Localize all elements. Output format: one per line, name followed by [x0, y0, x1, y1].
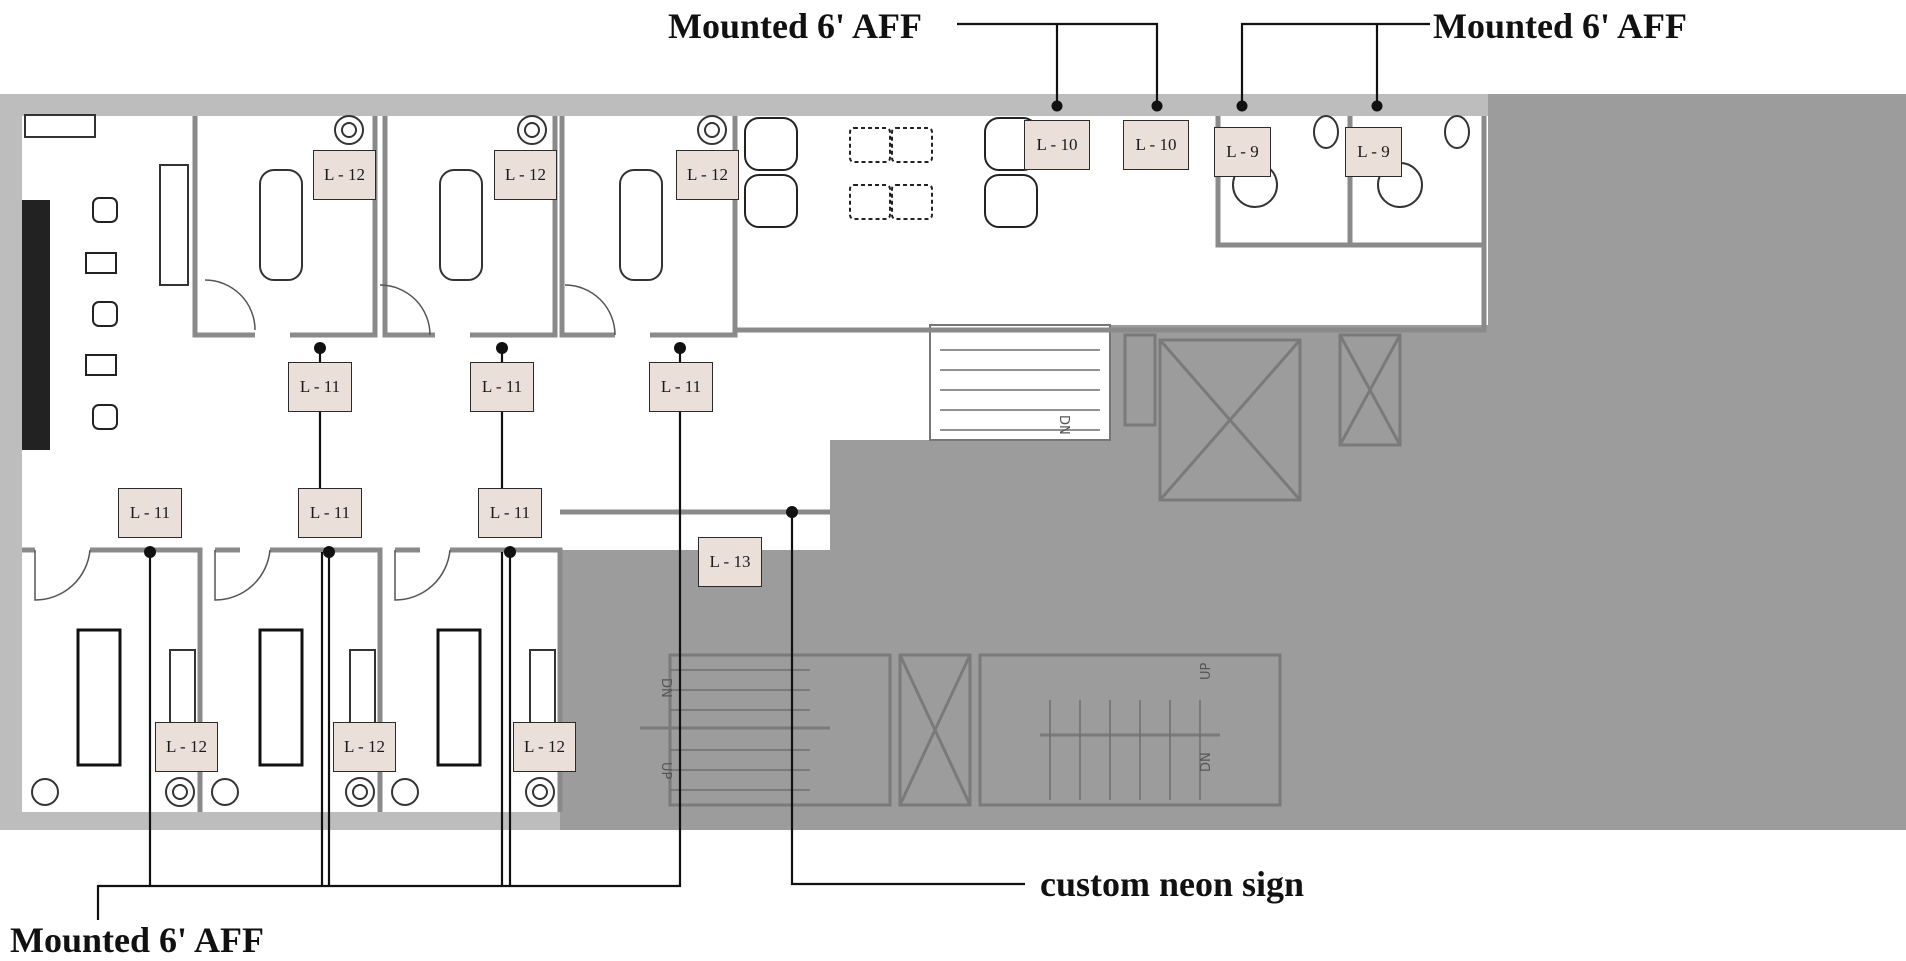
fixture-tag-l13: L - 13 — [698, 537, 762, 587]
stair-text: DN DN UP UP DN — [658, 415, 1214, 780]
fixture-tag-l12: L - 12 — [333, 722, 396, 772]
callout-custom-neon-sign: custom neon sign — [1040, 864, 1305, 904]
reception-counter — [22, 200, 50, 450]
callout-mounted-top-left: Mounted 6' AFF — [668, 6, 923, 46]
stair-label-up-1: UP — [658, 762, 673, 780]
fixture-tag-l12: L - 12 — [494, 150, 557, 200]
fixture-tag-l11: L - 11 — [478, 488, 542, 538]
core-details — [640, 333, 1402, 807]
fixture-tag-l12: L - 12 — [676, 150, 739, 200]
stools — [31, 115, 727, 807]
fixture-tag-l11: L - 11 — [649, 362, 713, 412]
fixture-tag-l11: L - 11 — [118, 488, 182, 538]
stair-label-dn-3: DN — [1199, 752, 1214, 772]
fixture-tag-l10: L - 10 — [1123, 120, 1189, 170]
stair-treads — [670, 329, 1201, 800]
fixture-tag-l11: L - 11 — [288, 362, 352, 412]
fixture-tag-l12: L - 12 — [155, 722, 218, 772]
callout-mounted-top-right: Mounted 6' AFF — [1433, 6, 1688, 46]
fixture-tag-l12: L - 12 — [313, 150, 376, 200]
door-swings — [34, 279, 616, 601]
stair-label-dn-2: DN — [658, 678, 673, 698]
fixture-tag-l9: L - 9 — [1214, 127, 1271, 177]
callout-mounted-bottom-left: Mounted 6' AFF — [10, 920, 265, 960]
lounge-seating — [85, 117, 1038, 430]
fixture-tag-l12: L - 12 — [513, 722, 576, 772]
stair-label-dn-1: DN — [1056, 415, 1071, 435]
leader-dots — [144, 100, 1383, 558]
fixture-tag-l10: L - 10 — [1024, 120, 1090, 170]
fixture-tag-l11: L - 11 — [470, 362, 534, 412]
exterior-walls — [0, 94, 1488, 830]
upper-stair — [929, 324, 1111, 441]
fixture-tag-l9: L - 9 — [1345, 127, 1402, 177]
stair-label-up-2: UP — [1199, 662, 1214, 680]
fixture-tag-l11: L - 11 — [298, 488, 362, 538]
